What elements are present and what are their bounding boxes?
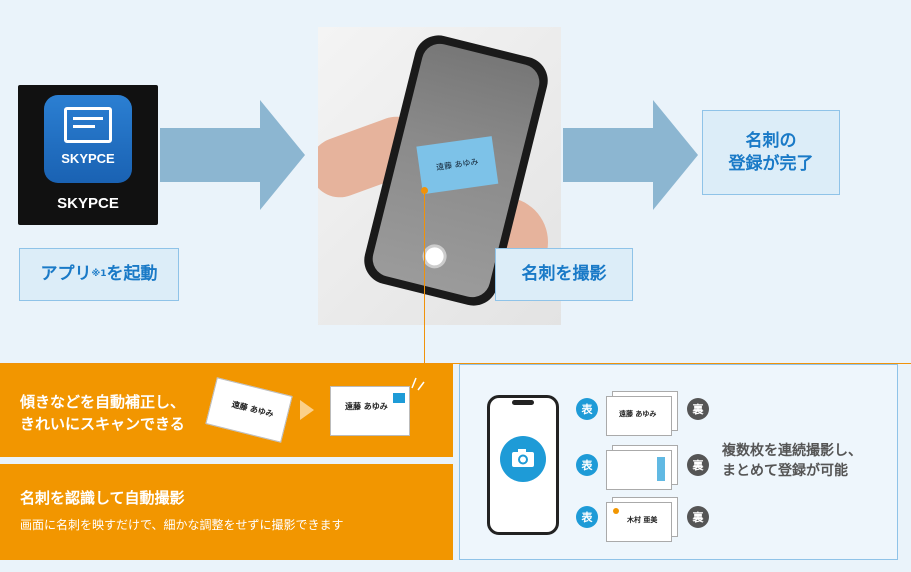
card-logo: [657, 457, 665, 481]
batch-capture-text: 複数枚を連続撮影し、 まとめて登録が可能: [722, 441, 892, 482]
feature1-text: 傾きなどを自動補正し、 きれいにスキャンできる: [20, 392, 185, 436]
skypce-app-icon: SKYPCE: [44, 95, 132, 183]
callout-divider: [0, 363, 911, 364]
done-line2: 登録が完了: [728, 153, 814, 174]
arrow-right-icon: [160, 100, 305, 210]
arrow-right-icon: [563, 100, 698, 210]
photo-card-label: 名刺を撮影: [495, 248, 633, 301]
front-badge: 表: [576, 506, 598, 528]
footnote-marker: ※1: [91, 269, 107, 280]
card3-name: 木村 亜美: [627, 516, 658, 524]
batch-capture-panel: 表 遠藤 あゆみ 裏 表 裏 表 木村 亜美 裏 複数枚を連続撮影し、 まとめて…: [459, 364, 898, 560]
business-card: 遠藤 あゆみ: [606, 396, 672, 436]
corrected-card-name: 遠藤 あゆみ: [345, 402, 388, 411]
corrected-card-icon: 遠藤 あゆみ: [330, 386, 410, 436]
front-badge: 表: [576, 454, 598, 476]
app-icon-text: SKYPCE: [61, 151, 115, 166]
app-name: SKYPCE: [57, 195, 119, 212]
registration-complete-label: 名刺の 登録が完了: [702, 110, 840, 195]
monitor-line: [73, 125, 95, 128]
back-badge: 裏: [687, 454, 709, 476]
monitor-icon: [64, 107, 112, 143]
camera-icon: [500, 436, 546, 482]
feature2-subtitle: 画面に名刺を映すだけで、細かな調整をせずに撮影できます: [20, 518, 344, 532]
feature2-title: 名刺を認識して自動撮影: [20, 489, 185, 507]
photo-label-text: 名刺を撮影: [521, 264, 607, 285]
app-tile[interactable]: SKYPCE SKYPCE: [18, 85, 158, 225]
back-badge: 裏: [687, 506, 709, 528]
chevron-right-icon: [300, 400, 314, 420]
card-name: 遠藤 あゆみ: [435, 157, 479, 173]
back-badge: 裏: [687, 398, 709, 420]
monitor-line: [73, 117, 103, 120]
card-logo: [613, 508, 619, 514]
business-card: 木村 亜美: [606, 502, 672, 542]
card1-name: 遠藤 あゆみ: [619, 410, 657, 418]
multi-line1: 複数枚を連続撮影し、: [722, 443, 862, 459]
card-logo: [393, 393, 405, 403]
tilted-card-name: 遠藤 あゆみ: [230, 399, 275, 419]
done-line1: 名刺の: [745, 130, 797, 151]
auto-capture-feature-panel: 名刺を認識して自動撮影 画面に名刺を映すだけで、細かな調整をせずに撮影できます: [0, 464, 453, 560]
feature1-line1: 傾きなどを自動補正し、: [20, 393, 186, 411]
callout-line: [424, 190, 425, 363]
multi-line2: まとめて登録が可能: [722, 463, 848, 480]
feature1-line2: きれいにスキャンできる: [20, 414, 185, 433]
auto-correct-feature-panel: 傾きなどを自動補正し、 きれいにスキャンできる 遠藤 あゆみ 遠藤 あゆみ: [0, 364, 453, 457]
front-badge: 表: [576, 398, 598, 420]
phone-scanning-photo: 遠藤 あゆみ: [318, 27, 561, 325]
business-card: [606, 450, 672, 490]
phone-notch: [512, 400, 534, 405]
callout-dot: [421, 187, 428, 194]
sparkle-icon: [408, 374, 428, 394]
business-card: 遠藤 あゆみ: [416, 136, 499, 195]
smartphone-icon: [487, 395, 559, 535]
launch-prefix: アプリ: [40, 264, 92, 285]
tilted-card-icon: 遠藤 あゆみ: [205, 377, 293, 443]
launch-suffix: を起動: [106, 264, 158, 285]
